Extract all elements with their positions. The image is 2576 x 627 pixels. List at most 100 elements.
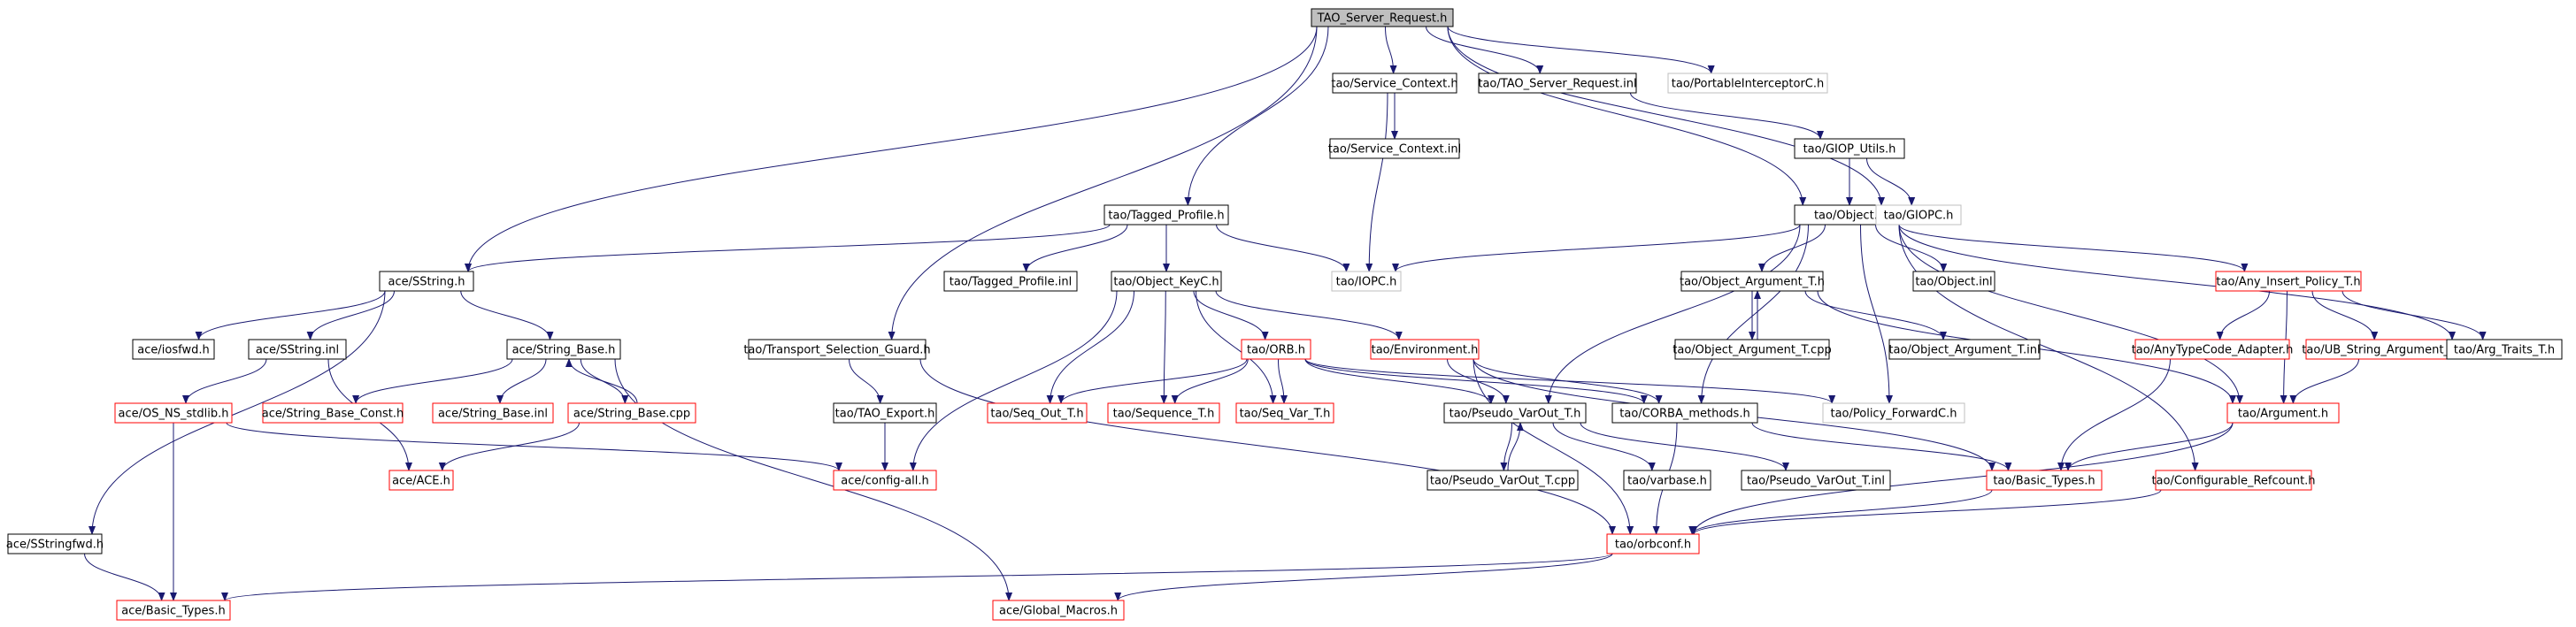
node-sequence[interactable]: tao/Sequence_T.h bbox=[1107, 402, 1220, 424]
node-osstd[interactable]: ace/OS_NS_stdlib.h bbox=[114, 402, 233, 424]
edge-root-to-svcctx bbox=[1385, 26, 1397, 74]
node-label-objinl: tao/Object.inl bbox=[1915, 276, 1992, 289]
node-label-cfgref: tao/Configurable_Refcount.h bbox=[2151, 475, 2315, 488]
edge-orb-to-seqvar bbox=[1278, 358, 1288, 404]
edge-tsreqinl-to-giop bbox=[1630, 92, 1824, 140]
edge-root-to-object bbox=[1447, 26, 1807, 206]
node-objinl[interactable]: tao/Object.inl bbox=[1912, 271, 1995, 292]
node-orb[interactable]: tao/ORB.h bbox=[1241, 339, 1311, 360]
node-orbconf[interactable]: tao/orbconf.h bbox=[1606, 533, 1700, 554]
node-objargcpp[interactable]: tao/Object_Argument_T.cpp bbox=[1672, 339, 1832, 360]
node-label-globalmacros: ace/Global_Macros.h bbox=[999, 605, 1118, 618]
node-argtraits[interactable]: tao/Arg_Traits_T.h bbox=[2446, 339, 2563, 360]
node-root[interactable]: TAO_Server_Request.h bbox=[1311, 8, 1454, 27]
node-acebasic[interactable]: ace/Basic_Types.h bbox=[116, 600, 231, 621]
node-policyfwd[interactable]: tao/Policy_ForwardC.h bbox=[1822, 402, 1965, 424]
node-label-pseudoinl: tao/Pseudo_VarOut_T.inl bbox=[1747, 475, 1885, 488]
node-label-iosfwd: ace/iosfwd.h bbox=[137, 344, 209, 357]
node-ubstr[interactable]: tao/UB_String_Argument_T.h bbox=[2302, 339, 2466, 360]
node-strbaseinl[interactable]: ace/String_Base.inl bbox=[432, 402, 554, 424]
node-objarg[interactable]: tao/Object_Argument_T.h bbox=[1680, 271, 1825, 292]
node-label-policyfwd: tao/Policy_ForwardC.h bbox=[1830, 408, 1957, 421]
node-anyins[interactable]: tao/Any_Insert_Policy_T.h bbox=[2215, 271, 2362, 292]
node-strbasecpp[interactable]: ace/String_Base.cpp bbox=[567, 402, 696, 424]
node-label-sstringfwd: ace/SStringfwd.h bbox=[6, 539, 104, 552]
node-sstringfwd[interactable]: ace/SStringfwd.h bbox=[6, 533, 104, 554]
node-label-giopc: tao/GIOPC.h bbox=[1884, 210, 1954, 223]
node-label-object: tao/Object.h bbox=[1814, 210, 1885, 223]
node-argument[interactable]: tao/Argument.h bbox=[2226, 402, 2340, 424]
node-svcctx[interactable]: tao/Service_Context.h bbox=[1331, 73, 1458, 94]
node-portable[interactable]: tao/PortableInterceptorC.h bbox=[1667, 73, 1828, 94]
node-giop[interactable]: tao/GIOP_Utils.h bbox=[1794, 138, 1905, 159]
node-acemain[interactable]: ace/ACE.h bbox=[388, 470, 454, 491]
edge-argument-to-taobasic bbox=[2065, 422, 2234, 471]
node-box-argtraits bbox=[2446, 339, 2563, 360]
edge-root-to-tagged bbox=[1184, 26, 1329, 206]
node-tsguard[interactable]: tao/Transport_Selection_Guard.h bbox=[743, 339, 931, 360]
edge-sstring-to-iosfwd bbox=[195, 290, 386, 340]
node-objarginl[interactable]: tao/Object_Argument_T.inl bbox=[1888, 339, 2041, 360]
node-objkey[interactable]: tao/Object_KeyC.h bbox=[1111, 271, 1222, 292]
edge-tagged-to-taggedinl bbox=[1022, 224, 1128, 272]
node-label-objarg: tao/Object_Argument_T.h bbox=[1680, 276, 1825, 289]
node-box-pseudoinl bbox=[1741, 470, 1891, 491]
edge-objkey-to-orb bbox=[1193, 290, 1269, 340]
node-seqout[interactable]: tao/Seq_Out_T.h bbox=[987, 402, 1088, 424]
node-box-giopc bbox=[1875, 204, 1962, 226]
node-label-orbconf: tao/orbconf.h bbox=[1615, 539, 1691, 552]
edge-pseudo-to-varbase bbox=[1552, 422, 1656, 471]
node-anytc[interactable]: tao/AnyTypeCode_Adapter.h bbox=[2132, 339, 2294, 360]
node-label-objarginl: tao/Object_Argument_T.inl bbox=[1888, 344, 2040, 357]
edge-objarg-to-objarginl bbox=[1804, 290, 1947, 340]
node-strconst[interactable]: ace/String_Base_Const.h bbox=[262, 402, 404, 424]
node-taobasic[interactable]: tao/Basic_Types.h bbox=[1986, 470, 2103, 491]
node-box-sstringinl bbox=[248, 339, 347, 360]
node-sstring[interactable]: ace/SString.h bbox=[379, 271, 474, 292]
node-label-iopc: tao/IOPC.h bbox=[1336, 276, 1397, 289]
node-label-acebasic: ace/Basic_Types.h bbox=[121, 605, 225, 618]
node-box-objarg bbox=[1680, 271, 1824, 292]
node-box-orbconf bbox=[1606, 533, 1700, 554]
edge-env-to-corbam bbox=[1473, 358, 1663, 404]
edge-orb-to-corbam bbox=[1304, 358, 1648, 404]
node-label-strbasecpp: ace/String_Base.cpp bbox=[573, 408, 690, 421]
edge-orbconf-to-acebasic bbox=[221, 553, 1613, 601]
edge-strbase-to-strconst bbox=[352, 358, 513, 404]
node-label-giop: tao/GIOP_Utils.h bbox=[1803, 143, 1896, 157]
node-giopc[interactable]: tao/GIOPC.h bbox=[1875, 204, 1962, 226]
node-taggedinl[interactable]: tao/Tagged_Profile.inl bbox=[943, 271, 1078, 292]
node-tsreqinl[interactable]: tao/TAO_Server_Request.inl bbox=[1478, 73, 1637, 94]
node-sstringinl[interactable]: ace/SString.inl bbox=[248, 339, 347, 360]
node-configall[interactable]: ace/config-all.h bbox=[833, 470, 937, 491]
node-iosfwd[interactable]: ace/iosfwd.h bbox=[132, 339, 215, 360]
node-label-varbase: tao/varbase.h bbox=[1627, 475, 1707, 488]
node-pseudoinl[interactable]: tao/Pseudo_VarOut_T.inl bbox=[1741, 470, 1891, 491]
node-globalmacros[interactable]: ace/Global_Macros.h bbox=[992, 600, 1125, 621]
edge-sstringfwd-to-acebasic bbox=[84, 553, 165, 601]
node-box-root bbox=[1311, 8, 1454, 27]
node-box-env bbox=[1370, 339, 1480, 360]
node-strbase[interactable]: ace/String_Base.h bbox=[506, 339, 621, 360]
node-varbase[interactable]: tao/varbase.h bbox=[1623, 470, 1711, 491]
node-seqvar[interactable]: tao/Seq_Var_T.h bbox=[1235, 402, 1334, 424]
node-box-objargcpp bbox=[1674, 339, 1830, 360]
node-label-pseudocpp: tao/Pseudo_VarOut_T.cpp bbox=[1430, 475, 1575, 488]
node-label-tsreqinl: tao/TAO_Server_Request.inl bbox=[1478, 78, 1636, 91]
edge-anyins-to-argtraits bbox=[2341, 290, 2487, 340]
node-env[interactable]: tao/Environment.h bbox=[1370, 339, 1480, 360]
node-taoexport[interactable]: tao/TAO_Export.h bbox=[833, 402, 937, 424]
node-box-policyfwd bbox=[1822, 402, 1965, 424]
node-label-argument: tao/Argument.h bbox=[2238, 408, 2328, 421]
edge-strbasecpp-to-strbase bbox=[565, 358, 638, 404]
node-box-taggedinl bbox=[943, 271, 1078, 292]
node-pseudocpp[interactable]: tao/Pseudo_VarOut_T.cpp bbox=[1426, 470, 1579, 491]
node-cfgref[interactable]: tao/Configurable_Refcount.h bbox=[2151, 470, 2316, 491]
node-iopc[interactable]: tao/IOPC.h bbox=[1331, 271, 1402, 292]
node-tagged[interactable]: tao/Tagged_Profile.h bbox=[1103, 204, 1229, 226]
node-corbam[interactable]: tao/CORBA_methods.h bbox=[1611, 402, 1758, 424]
edge-cfgref-to-orbconf bbox=[1690, 489, 2162, 535]
node-pseudo[interactable]: tao/Pseudo_VarOut_T.h bbox=[1443, 402, 1587, 424]
node-svcctxinl[interactable]: tao/Service_Context.inl bbox=[1328, 138, 1461, 159]
edge-sstringinl-to-osstd bbox=[182, 358, 267, 404]
